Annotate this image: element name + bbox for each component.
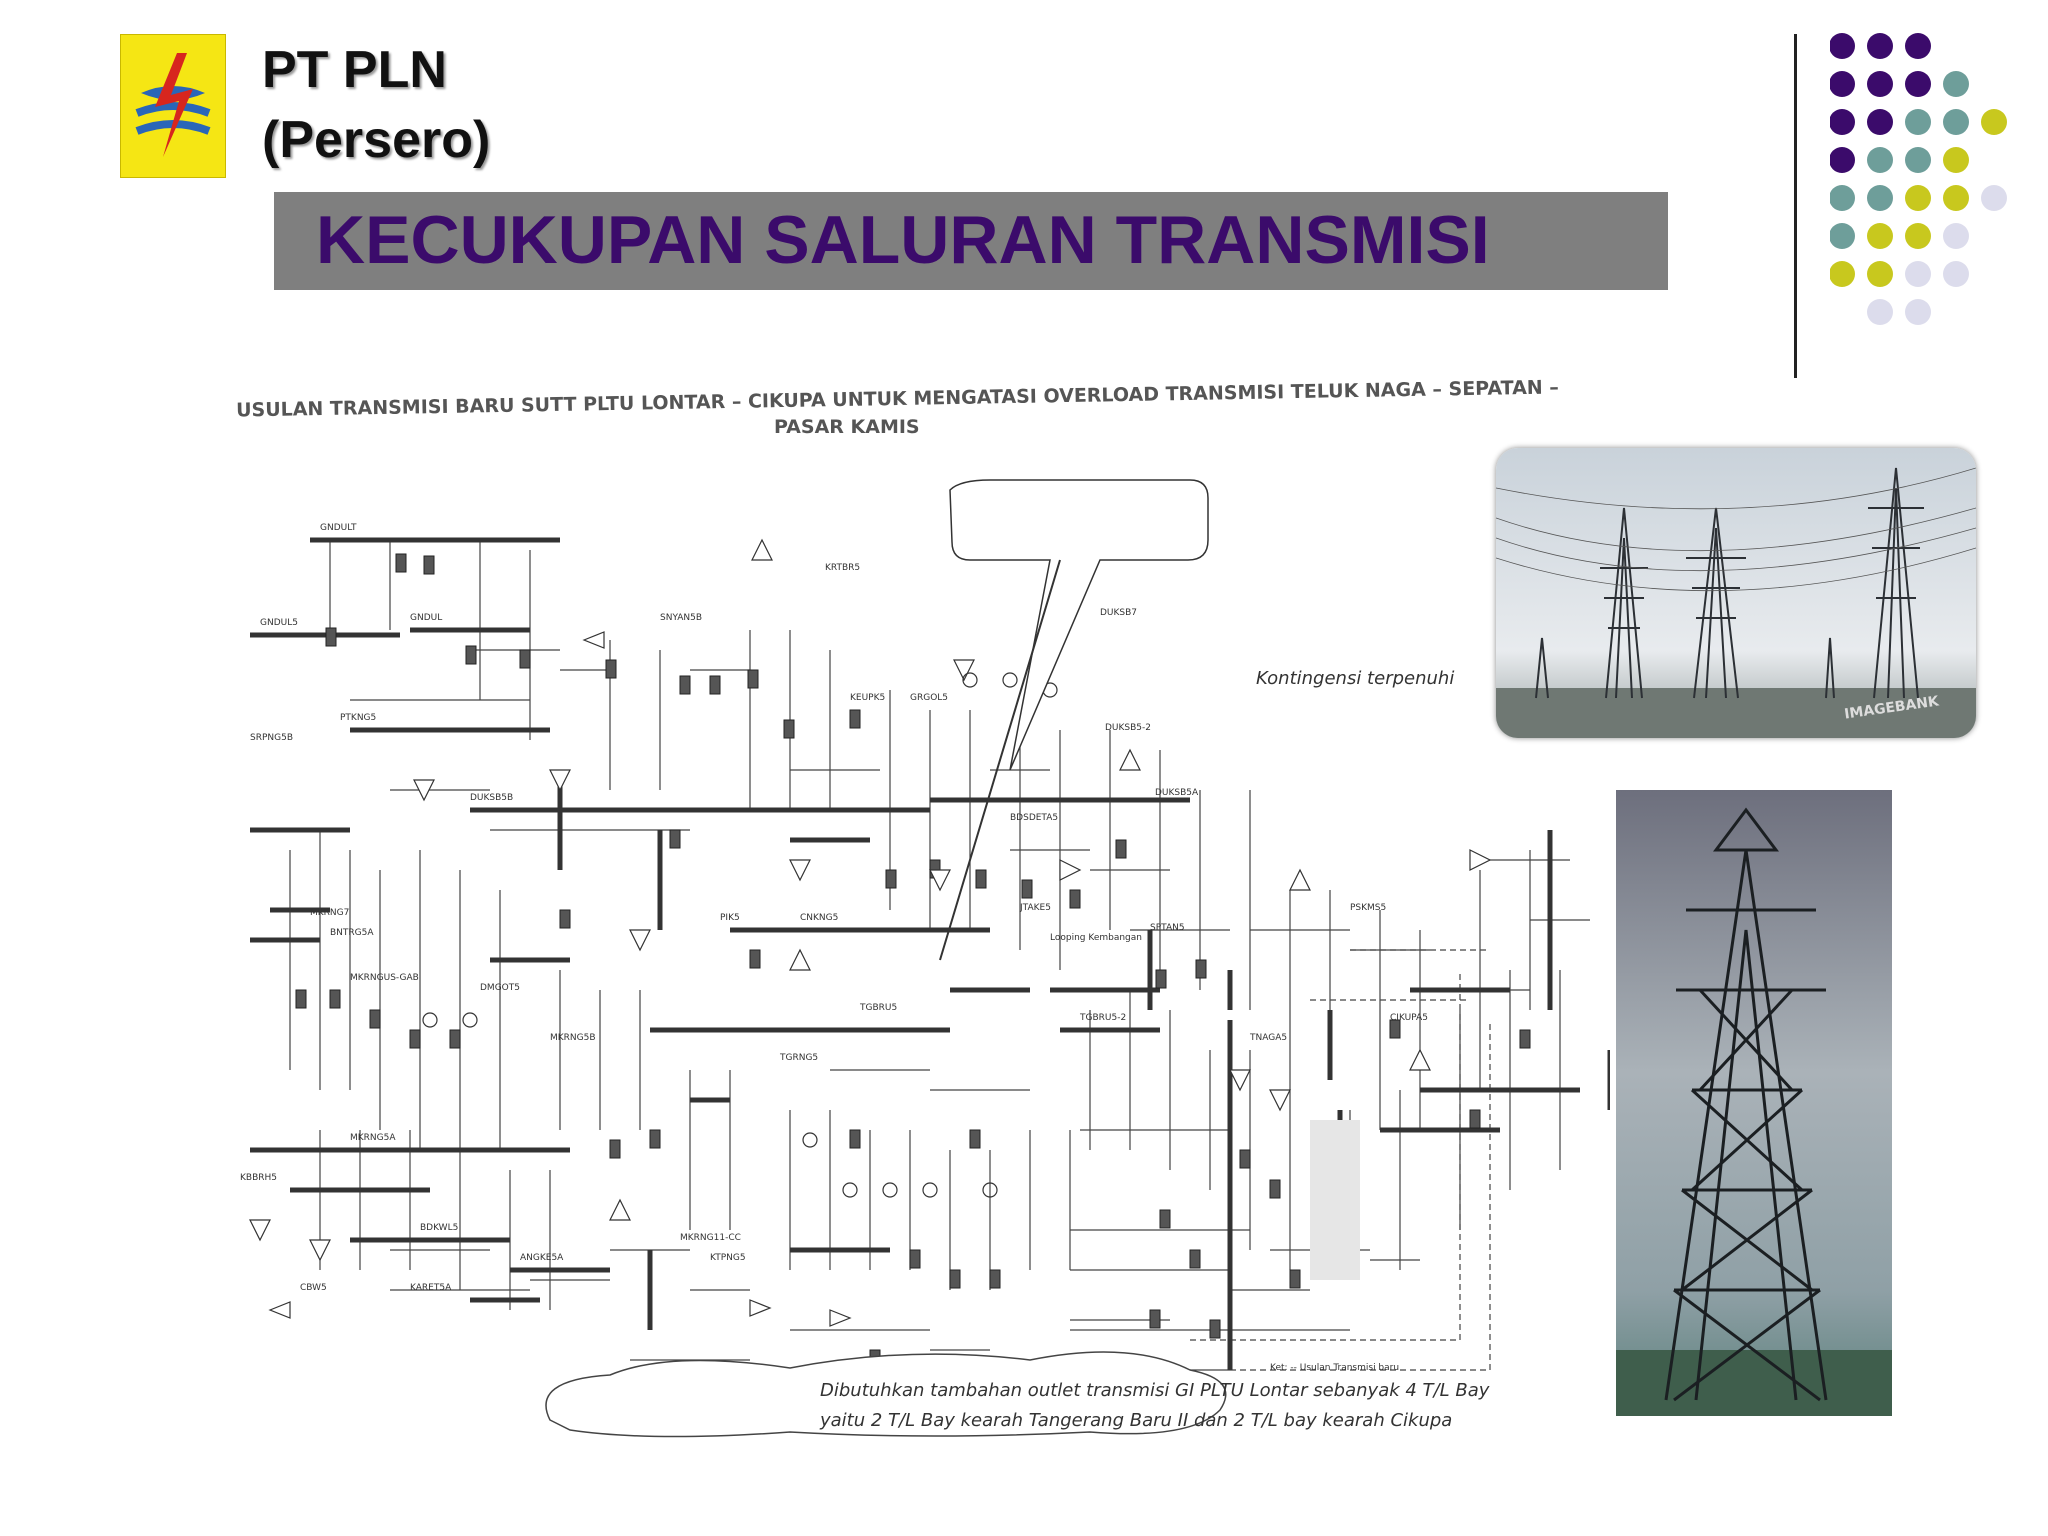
busbars: [250, 537, 1610, 1370]
bus-label: TGBRU5: [859, 1003, 897, 1013]
bus-label: KTPNG5: [710, 1253, 746, 1263]
bus-label: GRGOL5: [910, 693, 948, 703]
shaded-corridor: [1310, 1120, 1360, 1280]
bus-label: MKRNG5B: [550, 1033, 596, 1043]
decor-dot: [1830, 33, 1855, 59]
bus-label: MKRNG7: [310, 908, 349, 918]
diagram-connections: [289, 540, 1590, 1371]
bus-label: KRTBR5: [825, 563, 860, 573]
title-bar: KECUKUPAN SALURAN TRANSMISI: [274, 192, 1668, 290]
circuit-breakers: [295, 553, 1531, 1369]
note-text-line-1: Dibutuhkan tambahan outlet transmisi GI …: [820, 1380, 1490, 1401]
transmission-towers-photo: [1496, 448, 1976, 738]
bus-label: GNDUL5: [260, 618, 298, 628]
decorative-dot-grid: [1830, 33, 2007, 325]
bus-label: BNTRG5A: [330, 928, 374, 938]
decor-dot: [1905, 299, 1931, 325]
decor-dot: [1830, 223, 1855, 249]
decor-dot: [1905, 33, 1931, 59]
bus-label: SNYAN5B: [660, 613, 702, 623]
bus-label: KEUPK5: [850, 693, 885, 703]
decor-dot: [1943, 109, 1969, 135]
decor-dot: [1867, 299, 1893, 325]
bus-label: MKRNGUS-GAB: [350, 973, 419, 983]
decor-dot: [1830, 185, 1855, 211]
decor-dot: [1905, 71, 1931, 97]
slide-title: KECUKUPAN SALURAN TRANSMISI: [316, 202, 1490, 278]
decor-dot: [1981, 185, 2007, 211]
decor-dot: [1905, 185, 1931, 211]
decor-dot: [1943, 71, 1969, 97]
decor-dot: [1943, 147, 1969, 173]
bus-label: DUKSB5-2: [1105, 723, 1151, 733]
decor-dot: [1867, 147, 1893, 173]
bus-label: KARET5A: [410, 1283, 452, 1293]
decor-dot: [1867, 109, 1893, 135]
decor-dot: [1830, 147, 1855, 173]
callout-pointer: [939, 559, 1061, 961]
decor-dot: [1867, 223, 1893, 249]
bus-label: SRPNG5B: [250, 733, 293, 743]
tall-tower-photo: [1616, 790, 1892, 1416]
bus-label: PTKNG5: [340, 713, 376, 723]
company-name: PT PLN: [262, 41, 447, 99]
decor-dot: [1943, 261, 1969, 287]
company-suffix: (Persero): [262, 111, 491, 169]
lightning-logo-icon: [121, 35, 225, 177]
decor-dot: [1943, 185, 1969, 211]
pln-logo: [120, 34, 226, 178]
bus-labels: GNDULT GNDUL5 GNDUL SNYAN5B KRTBR5DUKSB7SRPN…: [240, 523, 1428, 1373]
bus-label: CBW5: [300, 1283, 327, 1293]
bus-label: DMGOT5: [480, 983, 520, 993]
bus-label: PSKMS5: [1350, 903, 1386, 913]
diagram-heading-continued: PASAR KAMIS: [774, 416, 920, 438]
transformers: [422, 672, 1058, 1198]
decor-dot: [1905, 147, 1931, 173]
decor-dot: [1905, 261, 1931, 287]
bus-label: GNDULT: [320, 523, 357, 533]
load-arrows: [249, 538, 1492, 1327]
decor-dot: [1943, 223, 1969, 249]
bus-label: PIK5: [720, 913, 740, 923]
bus-label: DUKSB5B: [470, 793, 513, 803]
bus-label: DUKSB5A: [1155, 788, 1199, 798]
callout-bubble: [949, 479, 1209, 771]
bus-label: CNKNG5: [800, 913, 838, 923]
decor-dot: [1830, 71, 1855, 97]
bus-label: KBBRH5: [240, 1173, 277, 1183]
diagram-annotation: Ket: -- Usulan Transmisi baru: [1270, 1363, 1399, 1373]
single-line-diagram: GNDULT GNDUL5 GNDUL SNYAN5B KRTBR5DUKSB7SRPN…: [240, 479, 1610, 1438]
decor-dot: [1981, 109, 2007, 135]
bus-label: SPTAN5: [1150, 923, 1185, 933]
decor-dot: [1867, 71, 1893, 97]
bus-label: JTAKE5: [1019, 903, 1051, 913]
callout-text: Kontingensi terpenuhi: [1256, 668, 1455, 689]
diagram-annotation: Looping Kembangan: [1050, 933, 1142, 943]
bus-label: TNAGA5: [1249, 1033, 1287, 1043]
bus-label: MKRNG11-CC: [680, 1233, 741, 1243]
decor-dot: [1905, 223, 1931, 249]
decor-dot: [1905, 109, 1931, 135]
bus-label: BDKWL5: [420, 1223, 458, 1233]
note-cloud: [545, 1351, 1227, 1438]
bus-label: MKRNG5A: [350, 1133, 396, 1143]
decor-dot: [1830, 109, 1855, 135]
bus-label: CIKUPA5: [1390, 1013, 1428, 1023]
divider-line: [1794, 34, 1797, 378]
bus-label: TGRNG5: [779, 1053, 818, 1063]
bus-label: TGBRU5-2: [1079, 1013, 1126, 1023]
bus-label: DUKSB7: [1100, 608, 1137, 618]
decor-dot: [1867, 261, 1893, 287]
note-text-line-2: yaitu 2 T/L Bay kearah Tangerang Baru II…: [820, 1410, 1453, 1431]
bus-label: BDSDETA5: [1010, 813, 1058, 823]
bus-label: ANGKE5A: [520, 1253, 564, 1263]
bus-label: GNDUL: [410, 613, 442, 623]
decor-dot: [1867, 185, 1893, 211]
decor-dot: [1830, 261, 1855, 287]
decor-dot: [1867, 33, 1893, 59]
